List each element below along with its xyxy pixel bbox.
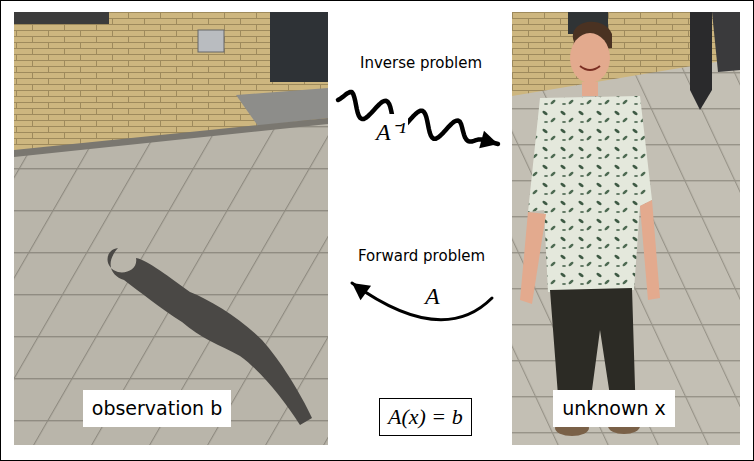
shadow-photo <box>14 12 328 445</box>
edge-label: Forward problem <box>356 247 487 265</box>
panel-caption: observation b <box>83 390 231 427</box>
photo-panel: unknown x <box>512 12 740 445</box>
edge-label: Inverse problem <box>358 54 484 72</box>
photo-panel: observation b <box>14 12 328 445</box>
operator-symbol: A⁻¹ <box>374 114 408 147</box>
operator-symbol-holder: A⁻¹ <box>374 114 408 147</box>
panel-caption: unknown x <box>553 390 675 427</box>
wavy-arrow <box>338 92 498 148</box>
operator-symbol-holder: A <box>423 283 442 310</box>
equation: A(x) = b <box>388 404 463 430</box>
edge-label-holder: Inverse problem <box>358 53 484 72</box>
person-photo <box>512 12 740 445</box>
curved-arrow <box>352 283 492 320</box>
operator-symbol: A <box>423 283 442 310</box>
edge-label-holder: Forward problem <box>356 246 487 265</box>
formula-box: A(x) = b <box>379 398 472 436</box>
